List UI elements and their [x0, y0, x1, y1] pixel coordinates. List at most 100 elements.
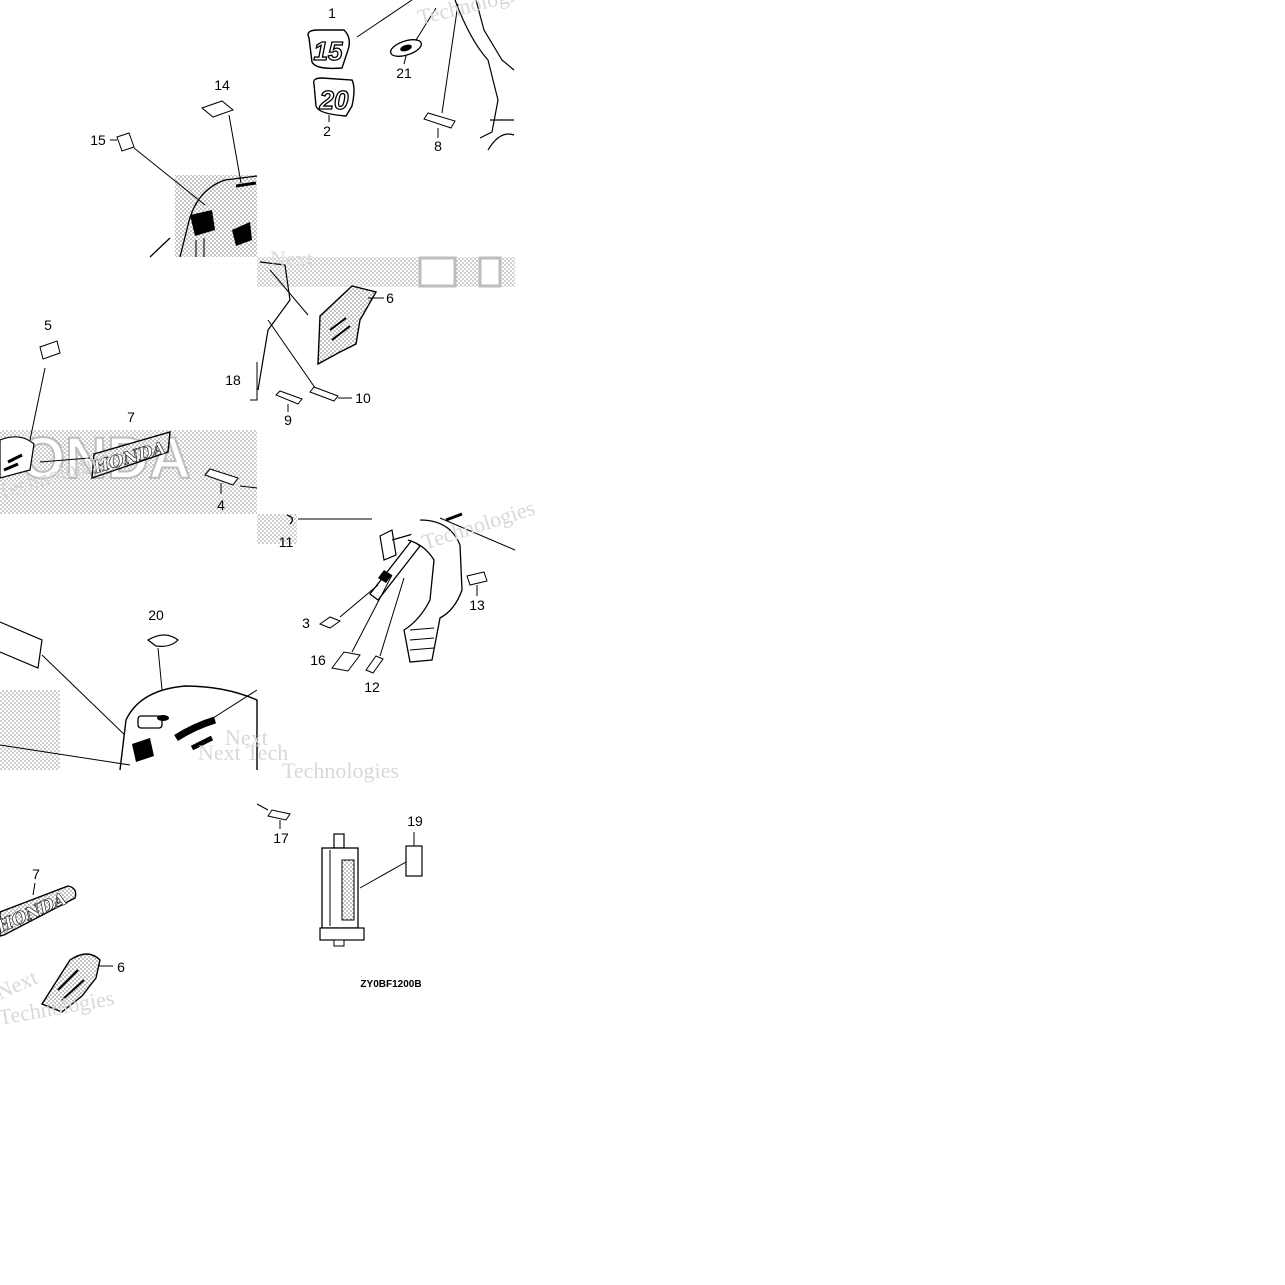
callout-10: 10: [355, 390, 371, 406]
lower-unit-shaft: [403, 519, 463, 663]
callout-5: 5: [44, 317, 52, 333]
tile-hood-top: [110, 100, 258, 258]
callout-8: 8: [434, 138, 442, 154]
honda-emblem-2: [0, 885, 77, 937]
leader-tick-7b: [32, 882, 36, 896]
leader-tick-21: [403, 55, 407, 65]
diagram-code: ZY0BF1200B: [360, 979, 421, 990]
tile-grip: Technologies: [256, 758, 423, 947]
label-plate-4: [204, 468, 239, 486]
callout-4: 4: [217, 497, 225, 513]
label-plate-9: [275, 390, 303, 405]
callout-6: 6: [386, 290, 394, 306]
leader-line-8: [441, 3, 459, 114]
label-plate-8: [423, 112, 456, 129]
callout-21: 21: [396, 65, 412, 81]
leader-line-4: [239, 485, 258, 489]
watermark: Technologies: [415, 0, 535, 30]
hood-vent: [232, 222, 252, 246]
leader-line-16: [351, 574, 393, 653]
label-plate-14: [200, 100, 235, 118]
tiller-knob: [378, 570, 392, 583]
leader-line-14: [228, 114, 242, 184]
watermark: Next: [225, 725, 268, 750]
oval-badge-21-center: [400, 44, 412, 52]
cowl-badge: [137, 715, 163, 729]
callout-14: 14: [214, 77, 230, 93]
shaft-stripe: [445, 512, 463, 522]
watermark: Technologies: [419, 495, 538, 555]
label-plate-17: [267, 809, 291, 821]
callout-17: 17: [273, 830, 289, 846]
background-lettering: [418, 256, 457, 288]
leader-line-13a: [439, 517, 516, 551]
leader-line-19: [359, 861, 407, 889]
callout-19: 19: [407, 813, 423, 829]
leader-line-17: [256, 803, 269, 811]
leader-line-left: [0, 744, 131, 766]
grip-base: [319, 927, 365, 941]
callout-12: 12: [364, 679, 380, 695]
leader-line-cowl: [41, 654, 131, 741]
cowl-stripe: [174, 716, 217, 741]
screen-tone: [257, 257, 515, 287]
hood-stripe: [235, 181, 257, 188]
leader-line-12: [379, 577, 405, 657]
bracket-outline: [257, 261, 291, 391]
outboard-lower-unit: [454, 0, 515, 151]
watermark: Technologies: [282, 758, 399, 783]
leader-line-5: [29, 367, 46, 441]
callout-7: 7: [127, 409, 135, 425]
cowl-badge-mark: [157, 715, 169, 721]
leader-line-6b: [269, 269, 309, 316]
label-plate-12: [365, 655, 384, 674]
leader-line-1: [356, 0, 413, 38]
label-plate-15: [116, 132, 135, 152]
wing-emblem: [317, 285, 378, 366]
badge-15-frame: [307, 29, 351, 70]
callout-2: 2: [323, 123, 331, 139]
label-plate-3: [318, 616, 342, 629]
tile-emblem: ONDA HONDA Technologies: [0, 340, 258, 514]
hood-outline: [149, 175, 258, 258]
callout-3: 3: [302, 615, 310, 631]
badge-20-frame: [312, 77, 355, 117]
screen-tone: [0, 690, 60, 770]
label-plate-16: [331, 651, 361, 672]
bracket-18: [250, 362, 258, 401]
shape-20: [146, 634, 179, 647]
screen-tone: [257, 514, 297, 544]
watermark: Next: [270, 246, 313, 271]
tile-cowling: Next Tech Next: [0, 621, 288, 771]
hood-lines: [195, 238, 205, 257]
wing-emblem-detail: [329, 317, 351, 341]
leader-line-15: [133, 147, 206, 206]
tile-badges: 15 20 Technologies: [307, 0, 535, 151]
grip-cap: [333, 833, 345, 849]
leader-line-3: [339, 584, 379, 618]
hood-vent: [190, 210, 215, 236]
label-plate-13: [466, 571, 488, 586]
grip-foot: [333, 939, 345, 947]
callout-15: 15: [90, 132, 106, 148]
label-plate-5: [39, 340, 61, 360]
leader-line-right: [209, 689, 258, 721]
callout-6b: 6: [117, 959, 125, 975]
callout-9: 9: [284, 412, 292, 428]
wing-emblem-2: [40, 953, 101, 1013]
callout-18: 18: [225, 372, 241, 388]
cowl-stripe-2: [190, 735, 214, 751]
leader-line-7: [39, 457, 91, 463]
leader-line-21: [415, 7, 437, 41]
badge-20: 20: [319, 85, 349, 115]
callout-11: 11: [279, 534, 294, 550]
callout-7b: 7: [32, 866, 40, 882]
callout-16: 16: [310, 652, 326, 668]
watermark: Next Tech: [198, 740, 288, 765]
skeg-lines: [409, 627, 435, 651]
label-plate-10: [309, 386, 339, 402]
callout-20: 20: [148, 607, 164, 623]
badge-15: 15: [314, 36, 343, 66]
background-lettering: [478, 256, 502, 288]
